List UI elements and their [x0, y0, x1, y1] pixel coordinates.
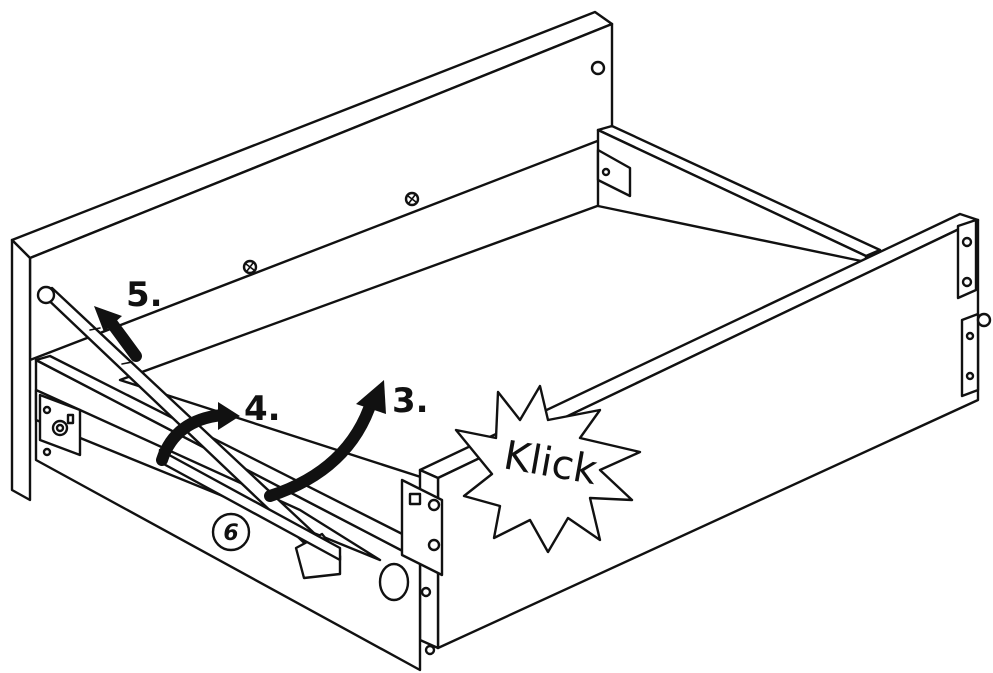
screw-icon [404, 191, 420, 207]
starburst-icon [454, 384, 642, 554]
front-rail [418, 212, 992, 650]
arrow-straight-icon [94, 306, 142, 362]
right-side-rail [596, 124, 882, 264]
arrow-curved-icon [156, 402, 240, 466]
dowel-hole-icon [590, 60, 606, 76]
part-number-badge: 6 [211, 512, 251, 552]
step-label-4: 4. [244, 389, 281, 429]
part-number: 6 [223, 521, 238, 546]
screw-icon [242, 259, 258, 275]
bracket-icon [38, 393, 82, 457]
arrow-curved-icon [264, 380, 386, 502]
back-panel [10, 10, 614, 502]
step-label-3: 3. [392, 381, 429, 421]
knob-icon [378, 562, 410, 602]
bracket-icon [596, 148, 632, 198]
bracket-icon [956, 218, 978, 300]
bracket-icon [960, 312, 980, 398]
bracket-icon [400, 478, 444, 577]
knob-icon [976, 312, 992, 328]
step-label-5: 5. [126, 275, 163, 315]
